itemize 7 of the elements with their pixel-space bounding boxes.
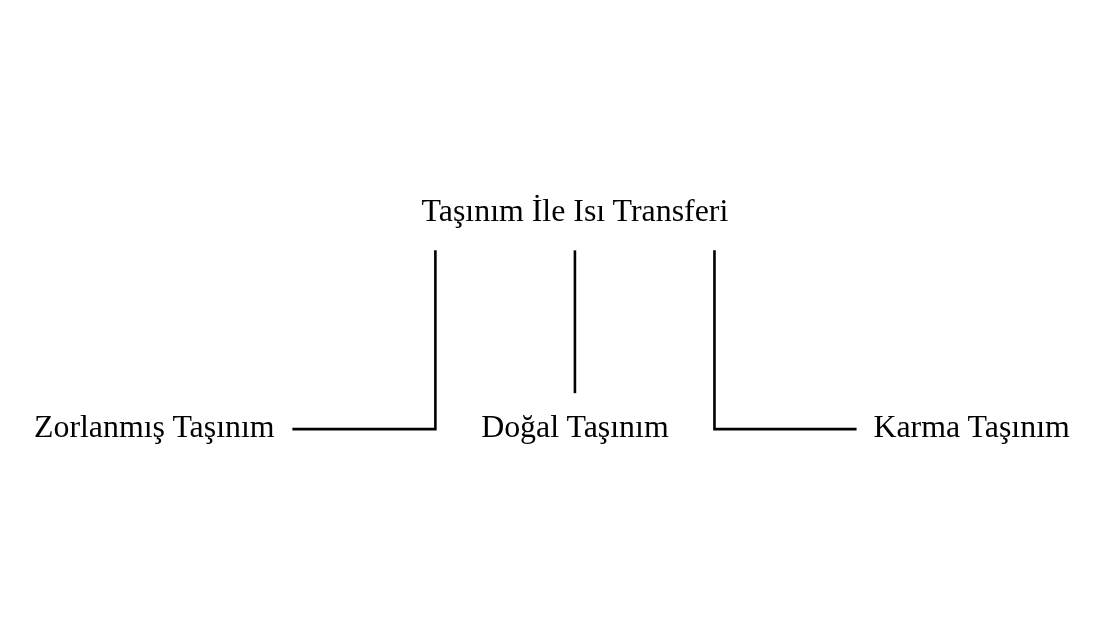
connector (573, 249, 577, 393)
node-text: Zorlanmış Taşınım (33, 408, 275, 444)
connector (292, 249, 437, 430)
node-text: Taşınım İle Isı Transferi (421, 192, 729, 228)
connector (713, 249, 857, 430)
node-text: Doğal Taşınım (481, 408, 669, 444)
node-text: Karma Taşınım (873, 408, 1070, 444)
